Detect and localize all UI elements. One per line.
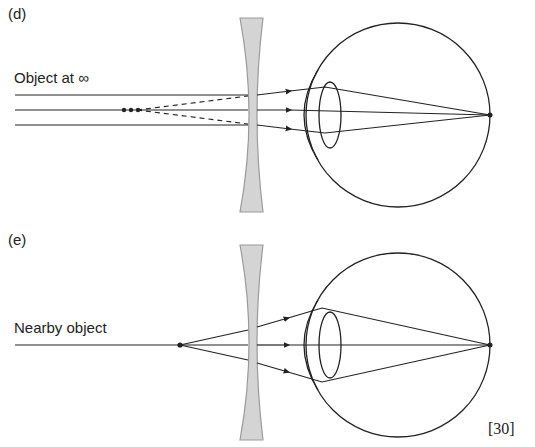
panel-label: (e) <box>8 232 26 249</box>
object-label: Nearby object <box>14 320 107 337</box>
concave-lens <box>240 18 263 212</box>
panel-label: (d) <box>8 6 26 23</box>
reference-number: [30] <box>488 420 515 438</box>
eye <box>304 23 490 207</box>
object-label: Object at ∞ <box>14 70 89 87</box>
object-point <box>177 342 492 347</box>
concave-lens <box>240 245 263 440</box>
virtual-focus-dots <box>122 108 493 118</box>
light-rays <box>15 87 490 133</box>
light-rays <box>15 308 490 382</box>
